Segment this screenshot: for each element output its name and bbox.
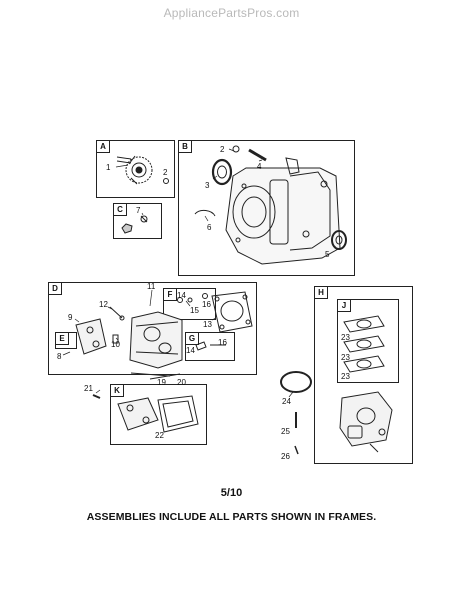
oil-seal-drawing <box>211 158 233 186</box>
callout-23-c: 23 <box>341 372 350 381</box>
frame-b-label: B <box>178 140 192 153</box>
callout-16-frame-g: 16 <box>218 338 227 347</box>
page-number: 5/10 <box>220 487 243 499</box>
callout-23-a: 23 <box>341 333 350 342</box>
frame-b: B <box>178 140 355 276</box>
head-gasket-drawing <box>211 291 253 333</box>
valve-spring-parts-drawing <box>177 293 226 351</box>
callout-26: 26 <box>281 452 290 461</box>
small-washer-drawing <box>163 178 169 184</box>
intake-gaskets-drawing <box>343 315 385 373</box>
frame-h-label: H <box>314 286 328 299</box>
footer-note: ASSEMBLIES INCLUDE ALL PARTS SHOWN IN FR… <box>86 511 377 523</box>
oil-seal-small-drawing <box>331 230 347 250</box>
watermark: AppliancePartsPros.com <box>163 6 300 20</box>
callout-2-frame-b: 2 <box>220 145 225 154</box>
frame-a-label: A <box>96 140 110 153</box>
o-ring-drawing <box>280 371 312 393</box>
needle-drawing <box>294 445 299 455</box>
frame-f: F <box>163 288 216 320</box>
cylinder-head-drawing <box>129 311 183 369</box>
callout-9: 9 <box>68 313 73 322</box>
frame-e: E <box>55 332 77 349</box>
frame-f-label: F <box>163 288 177 301</box>
callout-7: 7 <box>136 206 141 215</box>
leader-lines <box>62 148 337 398</box>
callout-10: 10 <box>111 340 120 349</box>
callout-20: 20 <box>177 378 186 387</box>
callout-3: 3 <box>205 181 210 190</box>
frame-c-label: C <box>113 203 127 216</box>
callout-22: 22 <box>155 431 164 440</box>
frame-d-label: D <box>48 282 62 295</box>
frame-k: K <box>110 384 207 445</box>
callout-24: 24 <box>282 397 291 406</box>
camshaft-gear-drawing <box>116 155 153 185</box>
callout-16-frame-f: 16 <box>202 300 211 309</box>
seal-washer-drawing <box>232 145 240 153</box>
callout-13: 13 <box>203 320 212 329</box>
stud-bolt-drawing <box>109 306 125 321</box>
callout-1: 1 <box>106 163 111 172</box>
frame-j: J <box>337 299 399 383</box>
callout-12: 12 <box>99 300 108 309</box>
frame-a: A <box>96 140 175 198</box>
crankcase-drawing <box>225 157 341 265</box>
callout-25: 25 <box>281 427 290 436</box>
callout-2-frame-a: 2 <box>163 168 168 177</box>
callout-11: 11 <box>147 282 156 291</box>
bolt-drawing <box>92 394 101 399</box>
valve-cover-drawing <box>117 395 199 433</box>
frame-g-label: G <box>185 332 199 345</box>
frame-c: C <box>113 203 162 239</box>
callout-14-frame-f: 14 <box>177 291 186 300</box>
callout-14-frame-g: 14 <box>186 346 195 355</box>
frame-k-label: K <box>110 384 124 397</box>
rocker-arm-drawing <box>75 318 107 355</box>
callout-5: 5 <box>325 250 330 259</box>
breather-tube-drawing <box>194 209 216 217</box>
callout-6: 6 <box>207 223 212 232</box>
callout-4: 4 <box>257 162 262 171</box>
callout-8: 8 <box>57 352 62 361</box>
frame-j-label: J <box>337 299 351 312</box>
callout-19: 19 <box>157 378 166 387</box>
frame-h: H <box>314 286 413 464</box>
callout-15: 15 <box>190 306 199 315</box>
pushrod-drawing <box>130 372 181 380</box>
spark-plug-drawing <box>112 334 119 344</box>
carburetor-drawing <box>339 391 393 453</box>
frame-c-parts-drawing <box>121 215 148 234</box>
callout-21: 21 <box>84 384 93 393</box>
dowel-pin-drawing <box>248 148 267 162</box>
frame-e-label: E <box>55 332 69 345</box>
frame-g: G <box>185 332 235 361</box>
callout-23-b: 23 <box>341 353 350 362</box>
